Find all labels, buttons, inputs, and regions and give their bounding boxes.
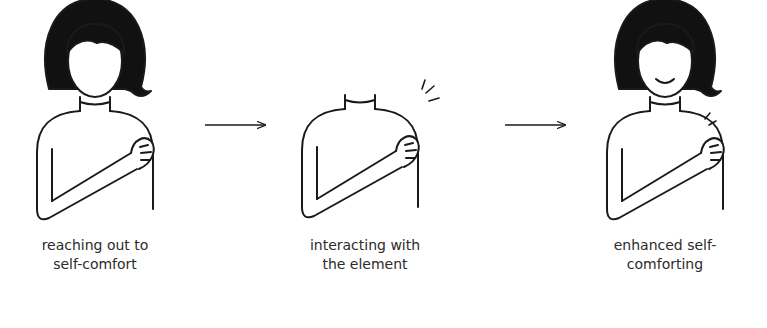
process-panel: reaching out to self-comfort xyxy=(10,0,180,290)
touch-sparks xyxy=(422,80,439,101)
flow-arrow xyxy=(205,124,265,126)
process-panel: enhanced self-comforting xyxy=(580,0,750,290)
process-panel: interacting with the element xyxy=(280,0,450,290)
person-torso xyxy=(607,97,724,219)
person-torso xyxy=(37,97,154,219)
person-head xyxy=(615,0,721,97)
step-caption: interacting with the element xyxy=(303,236,428,274)
torso-figure xyxy=(302,80,439,217)
step-caption: reaching out to self-comfort xyxy=(33,236,158,274)
step-caption: enhanced self-comforting xyxy=(603,236,728,274)
person-torso xyxy=(302,95,419,217)
touch-sparks xyxy=(705,113,716,125)
person-figure xyxy=(37,0,154,219)
smile-mouth xyxy=(656,79,674,83)
flow-arrow xyxy=(505,124,565,126)
smiling-figure xyxy=(607,0,724,219)
person-head xyxy=(45,0,151,97)
